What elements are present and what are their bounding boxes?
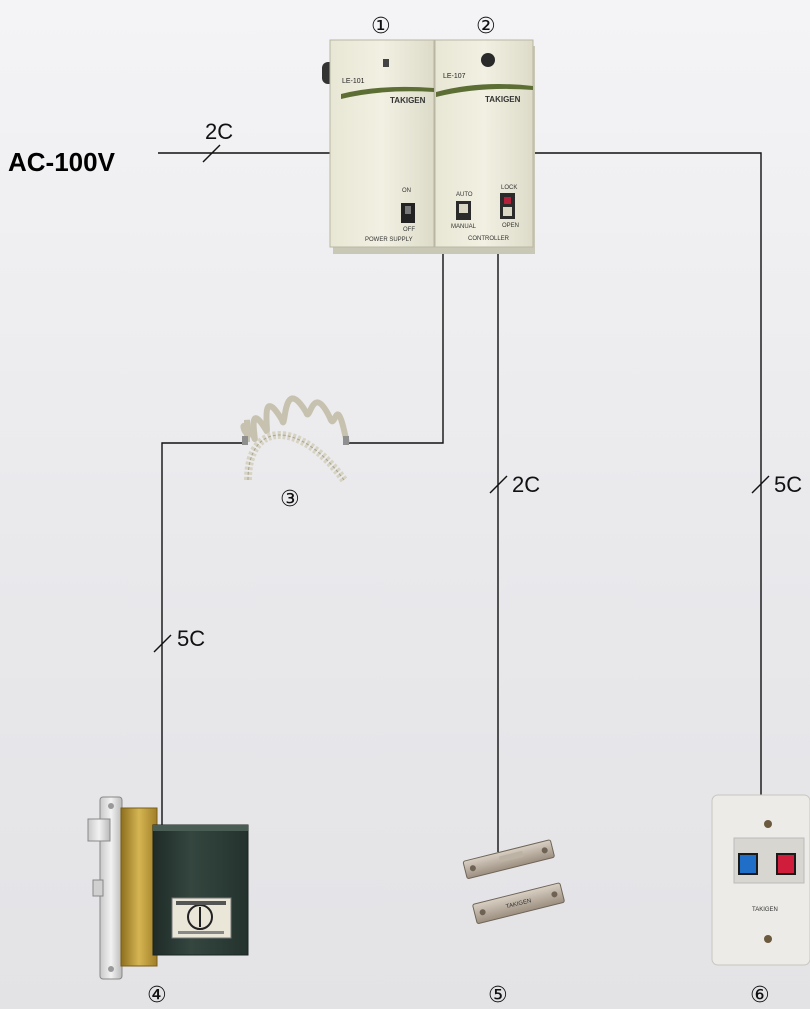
power-switch-off-label: OFF: [403, 227, 415, 233]
auto-manual-lever: [459, 204, 468, 213]
tick-5c-switch: [751, 475, 770, 494]
wires: [153, 144, 770, 852]
power-supply-brand-stripe: [341, 86, 434, 99]
lock-open-lever: [503, 207, 512, 216]
lock-indicator-lamp: [504, 197, 511, 204]
coiled-cord-end-right: [343, 436, 349, 445]
coiled-cord-body: [240, 395, 350, 444]
controller-unit: LE-107 TAKIGEN AUTO MANUAL LOCK OPEN CON…: [434, 39, 534, 248]
lock-deadbolt: [92, 879, 104, 897]
power-switch-on-label: ON: [402, 188, 411, 194]
power-supply-screw-icon: [383, 59, 389, 67]
wire-label-sensor: 2C: [512, 472, 540, 497]
tick-2c-ac: [202, 144, 221, 163]
wire-coil-to-lock: [161, 442, 244, 825]
ac-100v-label: AC-100V: [8, 147, 116, 177]
wire-controller-to-lock-coil: [347, 252, 444, 444]
wire-label-lock: 5C: [177, 626, 205, 651]
tick-5c-lock: [153, 634, 172, 653]
power-supply-caption: POWER SUPPLY: [365, 237, 413, 243]
number-label-5: ⑤: [488, 983, 508, 1008]
number-label-2: ②: [476, 14, 496, 39]
power-supply-model: LE-101: [342, 78, 365, 85]
wire-label-ac: 2C: [205, 119, 233, 144]
number-label-6: ⑥: [750, 983, 770, 1008]
lock-brass-case: [120, 807, 158, 967]
controller-model: LE-107: [443, 73, 466, 80]
power-supply-unit: LE-101 TAKIGEN ON OFF POWER SUPPLY: [329, 39, 435, 248]
wall-switch-screw-bottom-icon: [764, 935, 772, 943]
electric-lock: [87, 796, 249, 980]
faceplate-screw-top-icon: [108, 803, 114, 809]
power-toggle-lever: [405, 206, 411, 214]
coiled-cord-end-left: [242, 436, 248, 445]
door-sensor: TAKIGEN: [462, 839, 565, 924]
tick-2c-sensor: [489, 475, 508, 494]
faceplate-screw-bottom-icon: [108, 966, 114, 972]
number-label-1: ①: [371, 14, 391, 39]
coiled-cord: [240, 395, 350, 483]
coiled-cord-arch: [244, 431, 348, 483]
control-unit: LE-101 TAKIGEN ON OFF POWER SUPPLY LE-10…: [322, 39, 535, 254]
power-supply-brand: TAKIGEN: [390, 96, 426, 105]
lock-box-top: [153, 825, 248, 831]
controller-lock-label: LOCK: [501, 185, 517, 191]
wall-switch-red-button[interactable]: [776, 853, 796, 875]
wire-label-switch: 5C: [774, 472, 802, 497]
door-sensor-switch: TAKIGEN: [472, 882, 565, 924]
controller-brand-stripe: [436, 84, 533, 97]
controller-open-label: OPEN: [502, 223, 519, 229]
number-label-3: ③: [280, 487, 300, 512]
controller-indicator-lamp: [481, 53, 495, 67]
controller-brand: TAKIGEN: [485, 95, 521, 104]
controller-caption: CONTROLLER: [468, 236, 510, 242]
wall-switch: TAKIGEN: [711, 794, 810, 966]
wall-switch-blue-button[interactable]: [738, 853, 758, 875]
wire-controller-to-switch: [530, 152, 762, 795]
wall-switch-brand: TAKIGEN: [752, 907, 778, 913]
number-label-4: ④: [147, 983, 167, 1008]
wall-switch-screw-top-icon: [764, 820, 772, 828]
controller-manual-label: MANUAL: [451, 224, 477, 230]
lock-latch-bolt: [87, 818, 111, 842]
door-sensor-magnet: [462, 839, 555, 879]
controller-auto-label: AUTO: [456, 192, 473, 198]
